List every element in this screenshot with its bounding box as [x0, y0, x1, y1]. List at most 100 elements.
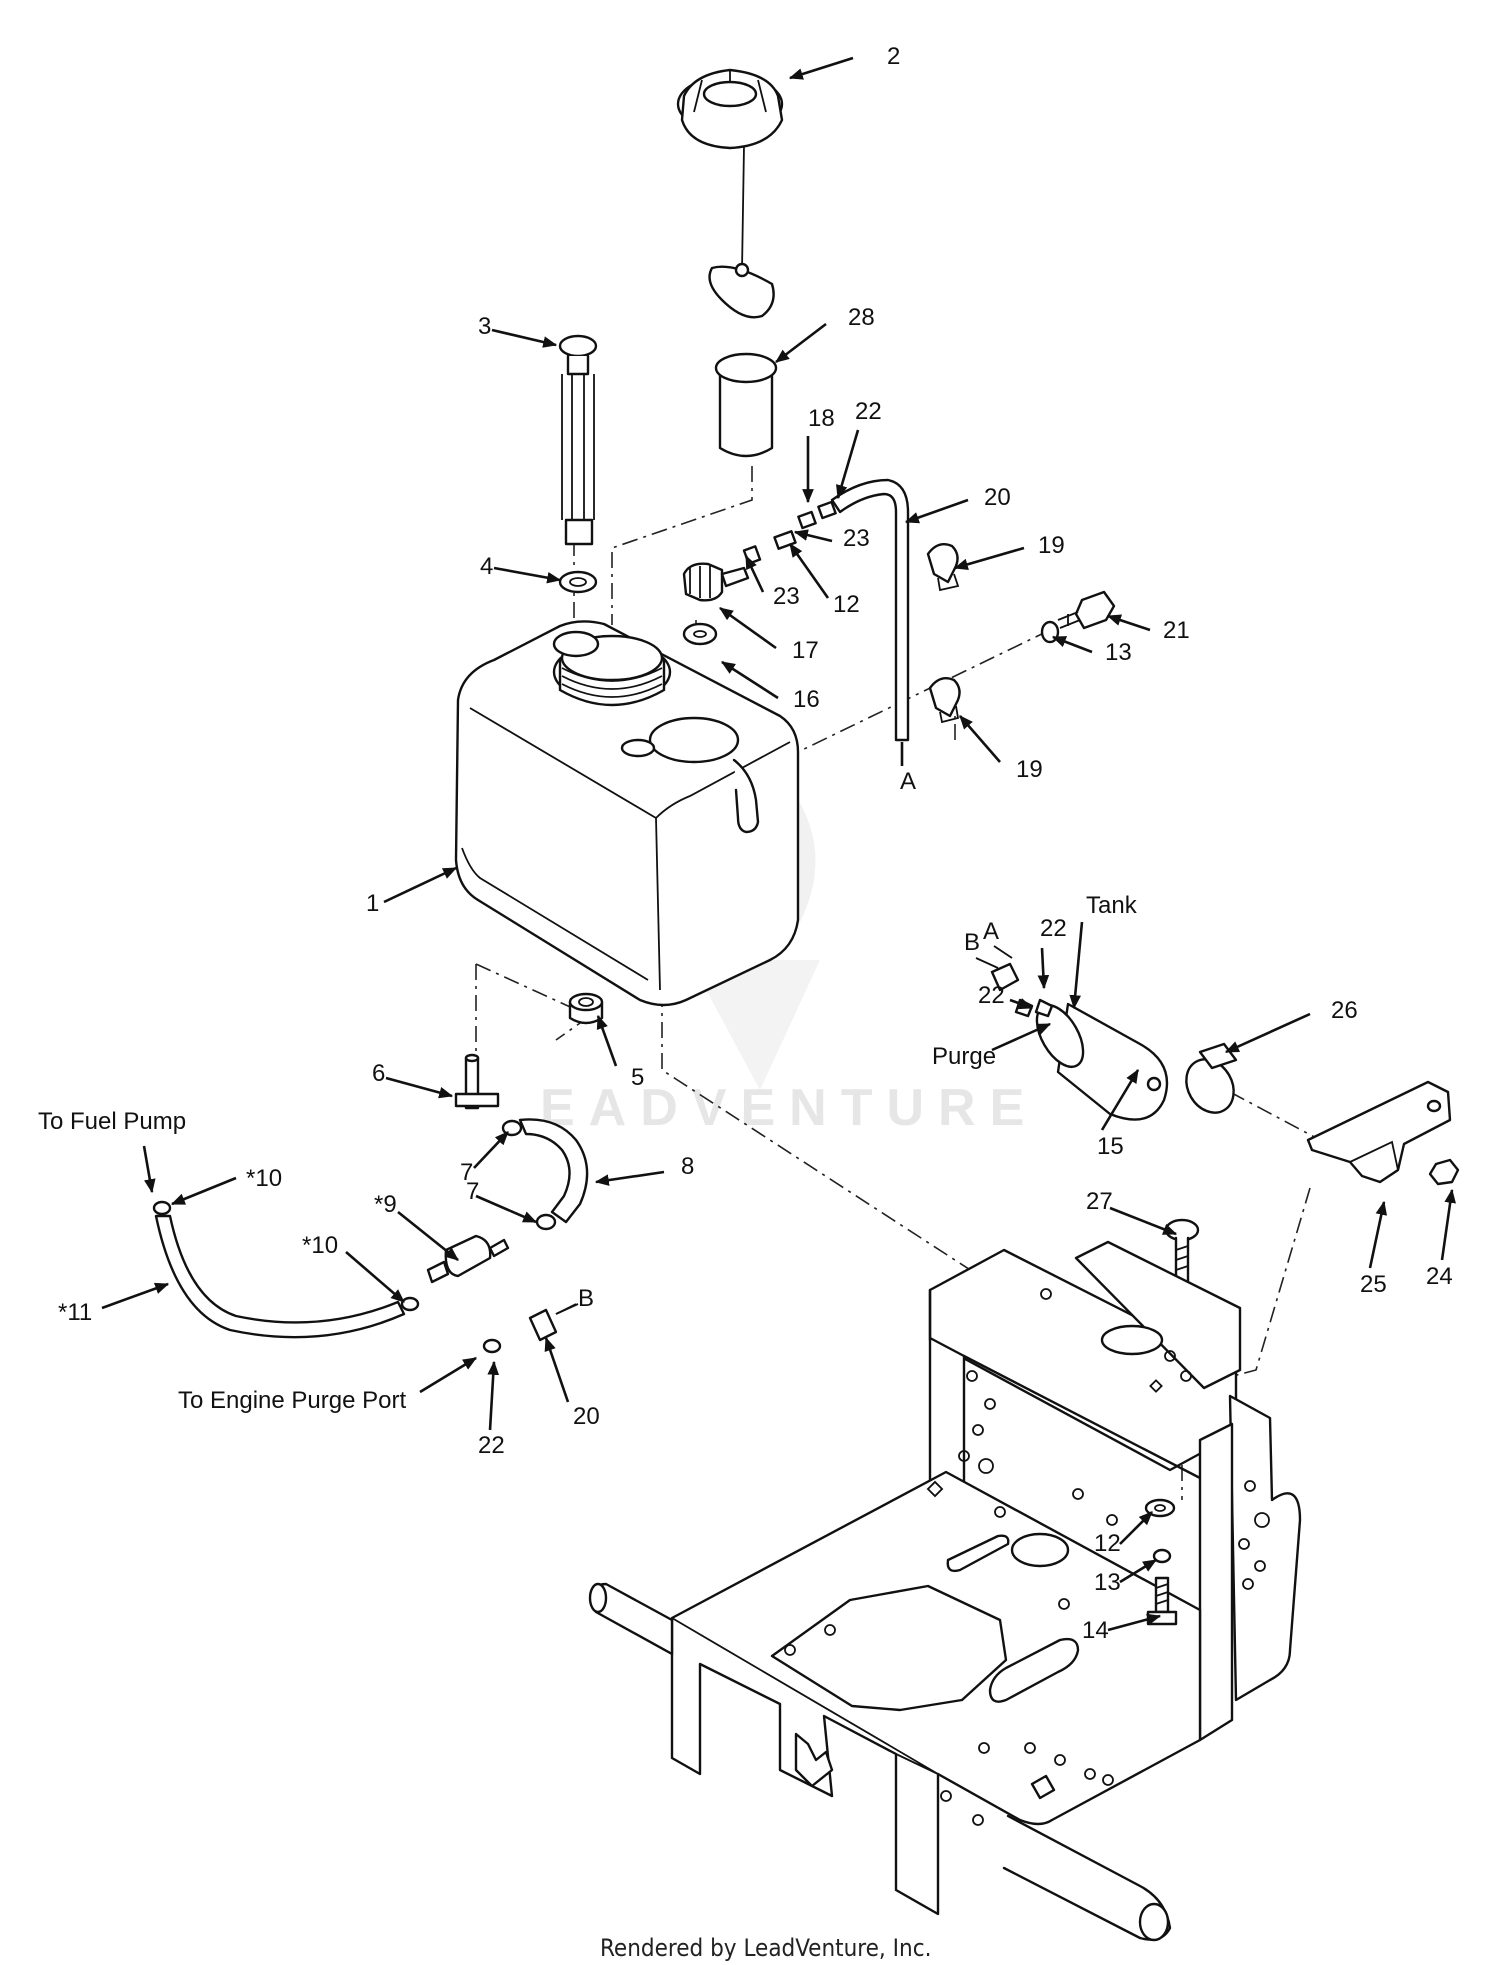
- callout-leader-arrow: [473, 1131, 509, 1169]
- callout-leader-arrow: [1224, 1012, 1311, 1054]
- callout-label: 22: [978, 982, 1005, 1009]
- callout-label: 13: [1094, 1569, 1121, 1596]
- callout-label: 7: [466, 1178, 479, 1205]
- callout-label: 19: [1016, 756, 1043, 783]
- callout-leader-arrow: [1100, 1068, 1140, 1131]
- grommet-part: [558, 570, 598, 594]
- callout-label: 16: [793, 686, 820, 713]
- callout-leader-arrow: [491, 328, 558, 348]
- static-leaders: [142, 742, 904, 1394]
- fuel-gauge-sender-part: [558, 334, 598, 546]
- filter-port-leaders: [975, 921, 1084, 1052]
- callout-label: 27: [1086, 1188, 1113, 1215]
- callout-leader-arrow: [1368, 1200, 1388, 1269]
- callout-label: *10: [246, 1165, 282, 1192]
- callout-label: *9: [374, 1191, 397, 1218]
- callout-leader-arrow: [793, 529, 833, 543]
- callout-label: B: [578, 1285, 594, 1312]
- callout-label: B: [964, 929, 980, 956]
- hose-clamp-lower-part: [928, 677, 961, 724]
- callout-label: 6: [372, 1060, 385, 1087]
- callout-label: 22: [1040, 915, 1067, 942]
- callout-label: 5: [631, 1064, 644, 1091]
- callout-leader-arrow: [721, 660, 779, 700]
- callout-leader-arrow: [475, 1194, 538, 1224]
- callout-leader-arrow: [953, 546, 1025, 571]
- frame-washer-12-part: [1144, 1498, 1176, 1518]
- callout-label: 7: [460, 1159, 473, 1186]
- callout-label: 20: [984, 484, 1011, 511]
- mounting-bracket-part: [1306, 1080, 1452, 1184]
- fuel-cap-part: [676, 68, 784, 271]
- callout-leader-arrow: [775, 322, 827, 364]
- callout-label: 13: [1105, 639, 1132, 666]
- callout-label: 17: [792, 637, 819, 664]
- callout-leader-arrow: [487, 1360, 500, 1431]
- callout-label: 23: [773, 583, 800, 610]
- callout-label: 14: [1082, 1617, 1109, 1644]
- cap-tether-part: [708, 262, 775, 319]
- callout-label: To Fuel Pump: [38, 1108, 186, 1135]
- callout-label: A: [900, 768, 916, 795]
- callout-leader-arrow: [1106, 614, 1151, 632]
- fuel-hose-8-part: [518, 1118, 589, 1224]
- callout-leader-arrow: [1440, 1188, 1456, 1261]
- callout-label: 12: [833, 591, 860, 618]
- callout-label: 1: [366, 890, 379, 917]
- hose-clamp-upper-part: [926, 543, 960, 592]
- callout-label: 8: [681, 1153, 694, 1180]
- callout-label: 20: [573, 1403, 600, 1430]
- callout-leader-arrow: [170, 1176, 237, 1206]
- callout-leader-arrow: [1119, 1511, 1153, 1545]
- callout-leader-arrow: [959, 715, 1001, 763]
- callout-leader-arrow: [385, 1076, 454, 1099]
- callout-label: 22: [855, 398, 882, 425]
- fuel-line-11-part: [154, 1214, 406, 1339]
- filler-neck-part: [714, 352, 778, 458]
- callout-leader-arrow: [904, 498, 969, 524]
- callout-leader-arrow: [345, 1251, 405, 1303]
- tank-bushing-part: [568, 992, 604, 1025]
- callout-label: Purge: [932, 1043, 996, 1070]
- callout-leader-arrow: [397, 1210, 459, 1262]
- callout-leader-arrow: [719, 606, 777, 650]
- callout-label: 21: [1163, 617, 1190, 644]
- callout-leader-arrow: [1119, 1558, 1157, 1584]
- hose-clamp-10-part: [152, 1200, 420, 1312]
- callout-label: 22: [478, 1432, 505, 1459]
- rollover-valve-part: [682, 562, 750, 646]
- callout-label: 26: [1331, 997, 1358, 1024]
- callout-leader-arrow: [493, 566, 562, 584]
- callout-label: A: [983, 918, 999, 945]
- callout-label: 4: [480, 553, 493, 580]
- frame-washer-13-part: [1152, 1548, 1172, 1564]
- callout-label: *10: [302, 1232, 338, 1259]
- callout-label: *11: [58, 1299, 92, 1326]
- callout-leader-arrow: [1107, 1613, 1162, 1632]
- callout-label: 2: [887, 43, 900, 70]
- callout-label: 15: [1097, 1133, 1124, 1160]
- hex-nut-24-part: [1428, 1158, 1460, 1186]
- callout-leader-arrow: [596, 1014, 618, 1067]
- callout-label: 24: [1426, 1263, 1453, 1290]
- callout-leader-arrow: [788, 543, 830, 599]
- callout-label: 12: [1094, 1530, 1121, 1557]
- callout-leader-arrow: [788, 56, 854, 80]
- footer-credit: Rendered by LeadVenture, Inc.: [600, 1934, 931, 1962]
- chassis-frame-part: [588, 1240, 1302, 1942]
- vent-hose-part: [830, 478, 910, 742]
- fuel-tank-part: [454, 620, 800, 1007]
- callout-leader-arrow: [383, 866, 458, 904]
- callout-label: 19: [1038, 532, 1065, 559]
- callout-leader-arrow: [544, 1336, 570, 1403]
- callout-leader-arrow: [744, 554, 765, 593]
- callout-label: Tank: [1086, 892, 1138, 919]
- tee-fitting-part: [454, 1053, 500, 1110]
- callout-leader-arrow: [594, 1170, 665, 1186]
- callout-label: 3: [478, 313, 491, 340]
- callout-leader-arrow: [101, 1282, 170, 1310]
- callout-leader-arrow: [836, 429, 860, 500]
- watermark-text: EADVENTURE: [540, 1079, 1038, 1137]
